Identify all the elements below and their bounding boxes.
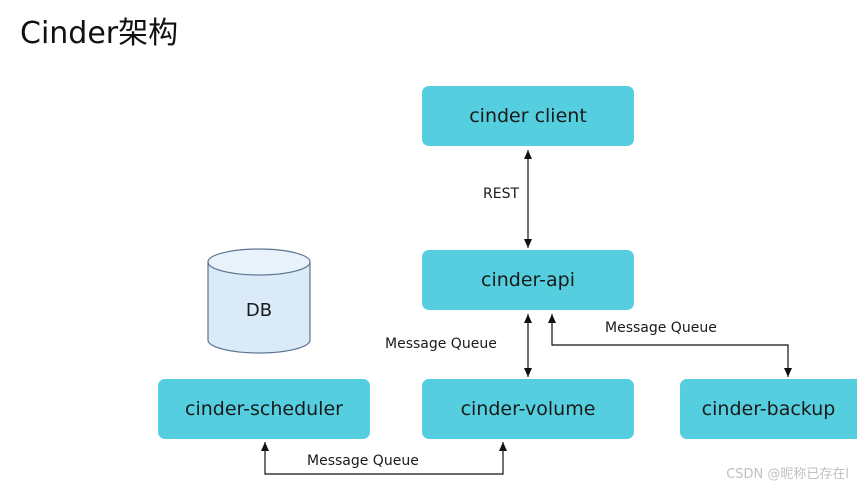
arrow-scheduler-volume <box>261 442 507 475</box>
node-db-label: DB <box>245 300 273 321</box>
edge-label-rest: REST <box>483 186 520 202</box>
edge-label-api-backup: Message Queue <box>605 320 717 336</box>
edge-label-scheduler-volume: Message Queue <box>307 453 419 469</box>
arrow-api-backup <box>548 314 792 377</box>
page-title: Cinder架构 <box>20 16 179 51</box>
watermark: CSDN @昵称已存在l <box>726 467 849 482</box>
edge-label-api-volume: Message Queue <box>385 336 497 352</box>
node-cinder-volume: cinder-volume <box>422 379 634 439</box>
node-cinder-client: cinder client <box>422 86 634 146</box>
node-cinder-api: cinder-api <box>422 250 634 310</box>
node-cinder-backup: cinder-backup <box>680 379 857 439</box>
db-cylinder <box>207 248 311 354</box>
node-cinder-scheduler: cinder-scheduler <box>158 379 370 439</box>
